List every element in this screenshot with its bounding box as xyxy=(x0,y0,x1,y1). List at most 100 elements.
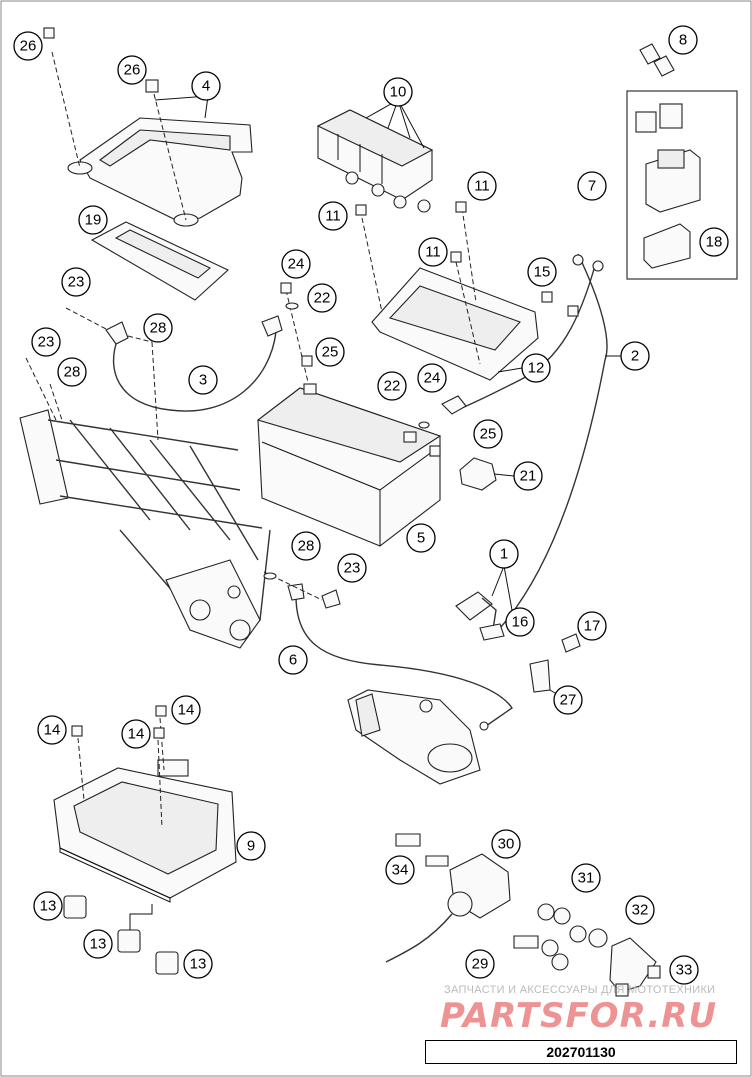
callout-number: 14 xyxy=(178,702,195,719)
callout-c29: 29 xyxy=(465,949,495,979)
callout-c5: 5 xyxy=(406,523,436,553)
callout-circle xyxy=(406,523,436,553)
callout-circle xyxy=(467,171,497,201)
callout-number: 12 xyxy=(528,360,545,377)
callout-circle xyxy=(620,341,650,371)
callout-circle xyxy=(668,25,698,55)
callout-c33: 33 xyxy=(669,955,699,985)
callout-c21: 21 xyxy=(513,461,543,491)
callout-circle xyxy=(699,227,729,257)
callout-circle xyxy=(236,831,266,861)
callout-c23c: 23 xyxy=(337,553,367,583)
watermark-logo: PARTSFOR.RU xyxy=(440,996,718,1036)
callout-c13c: 13 xyxy=(183,949,213,979)
callout-c31: 31 xyxy=(571,863,601,893)
callout-number: 13 xyxy=(40,898,57,915)
callout-c23b: 23 xyxy=(31,327,61,357)
callout-number: 23 xyxy=(344,560,361,577)
callout-c28a: 28 xyxy=(143,313,173,343)
callout-number: 10 xyxy=(390,84,407,101)
callout-circle xyxy=(505,607,535,637)
fuses xyxy=(639,43,675,77)
callout-c2: 2 xyxy=(620,341,650,371)
callout-number: 31 xyxy=(578,870,595,887)
bracket-27 xyxy=(529,659,561,697)
callout-number: 18 xyxy=(706,234,723,251)
callout-c14a: 14 xyxy=(37,715,67,745)
callout-circle xyxy=(385,855,415,885)
callout-circle xyxy=(465,949,495,979)
callout-circle xyxy=(571,863,601,893)
callout-circle xyxy=(188,365,218,395)
callout-circle xyxy=(527,257,557,287)
starter-cable-6 xyxy=(287,583,513,731)
callout-number: 14 xyxy=(128,726,145,743)
callout-c28b: 28 xyxy=(57,357,87,387)
callout-circle xyxy=(491,829,521,859)
callout-number: 11 xyxy=(425,244,441,261)
callout-number: 16 xyxy=(512,614,529,631)
callout-number: 25 xyxy=(480,426,497,443)
callout-circle xyxy=(377,371,407,401)
callout-c24b: 24 xyxy=(417,363,447,393)
callout-c14b: 14 xyxy=(121,719,151,749)
callout-c1: 1 xyxy=(489,539,519,569)
callout-c25b: 25 xyxy=(473,419,503,449)
callout-c23a: 23 xyxy=(61,267,91,297)
ground-cable-3 xyxy=(65,307,283,441)
callout-number: 17 xyxy=(584,618,601,635)
callout-circle xyxy=(278,645,308,675)
callout-number: 28 xyxy=(150,320,167,337)
callout-number: 24 xyxy=(288,256,305,273)
callout-number: 25 xyxy=(322,344,339,361)
callout-number: 28 xyxy=(298,538,315,555)
callout-c30: 30 xyxy=(491,829,521,859)
callout-c4: 4 xyxy=(191,71,221,101)
callout-c13a: 13 xyxy=(33,891,63,921)
callout-c8: 8 xyxy=(668,25,698,55)
watermark-tagline: ЗАПЧАСТИ И АКСЕССУАРЫ ДЛЯ МОТОТЕХНИКИ xyxy=(444,984,716,996)
frame xyxy=(19,409,271,649)
callout-circle xyxy=(553,685,583,715)
callout-circle xyxy=(513,461,543,491)
callout-number: 3 xyxy=(199,372,207,389)
callout-number: 6 xyxy=(289,652,297,669)
fuse-holder-cable xyxy=(455,565,513,641)
callout-c12: 12 xyxy=(521,353,551,383)
callout-c24a: 24 xyxy=(281,249,311,279)
callout-number: 5 xyxy=(417,530,425,547)
callout-circle xyxy=(83,929,113,959)
relay-block xyxy=(316,99,434,213)
callout-number: 22 xyxy=(384,378,401,395)
callout-circle xyxy=(61,267,91,297)
callout-number: 32 xyxy=(632,902,649,919)
callout-circle xyxy=(489,539,519,569)
starter-relay xyxy=(635,103,701,213)
sensor-assembly xyxy=(385,833,661,997)
callout-c11c: 11 xyxy=(418,237,448,267)
callout-circle xyxy=(183,949,213,979)
callout-c7: 7 xyxy=(577,171,607,201)
relay-holder xyxy=(371,267,539,381)
callout-number: 13 xyxy=(90,936,107,953)
callout-c22a: 22 xyxy=(307,283,337,313)
relay-cap xyxy=(643,223,691,269)
bolt-26b xyxy=(145,79,159,93)
callout-c15: 15 xyxy=(527,257,557,287)
callout-circle xyxy=(315,337,345,367)
bolt-26a xyxy=(43,27,55,39)
callout-c9: 9 xyxy=(236,831,266,861)
bolt-17 xyxy=(561,633,581,653)
callout-circle xyxy=(337,553,367,583)
callout-number: 14 xyxy=(44,722,61,739)
callout-c27: 27 xyxy=(553,685,583,715)
callout-circle xyxy=(143,313,173,343)
callout-circle xyxy=(37,715,67,745)
callout-circle xyxy=(57,357,87,387)
relay-kit-box xyxy=(626,90,738,280)
callout-circle xyxy=(669,955,699,985)
callout-number: 27 xyxy=(560,692,577,709)
callout-circle xyxy=(33,891,63,921)
